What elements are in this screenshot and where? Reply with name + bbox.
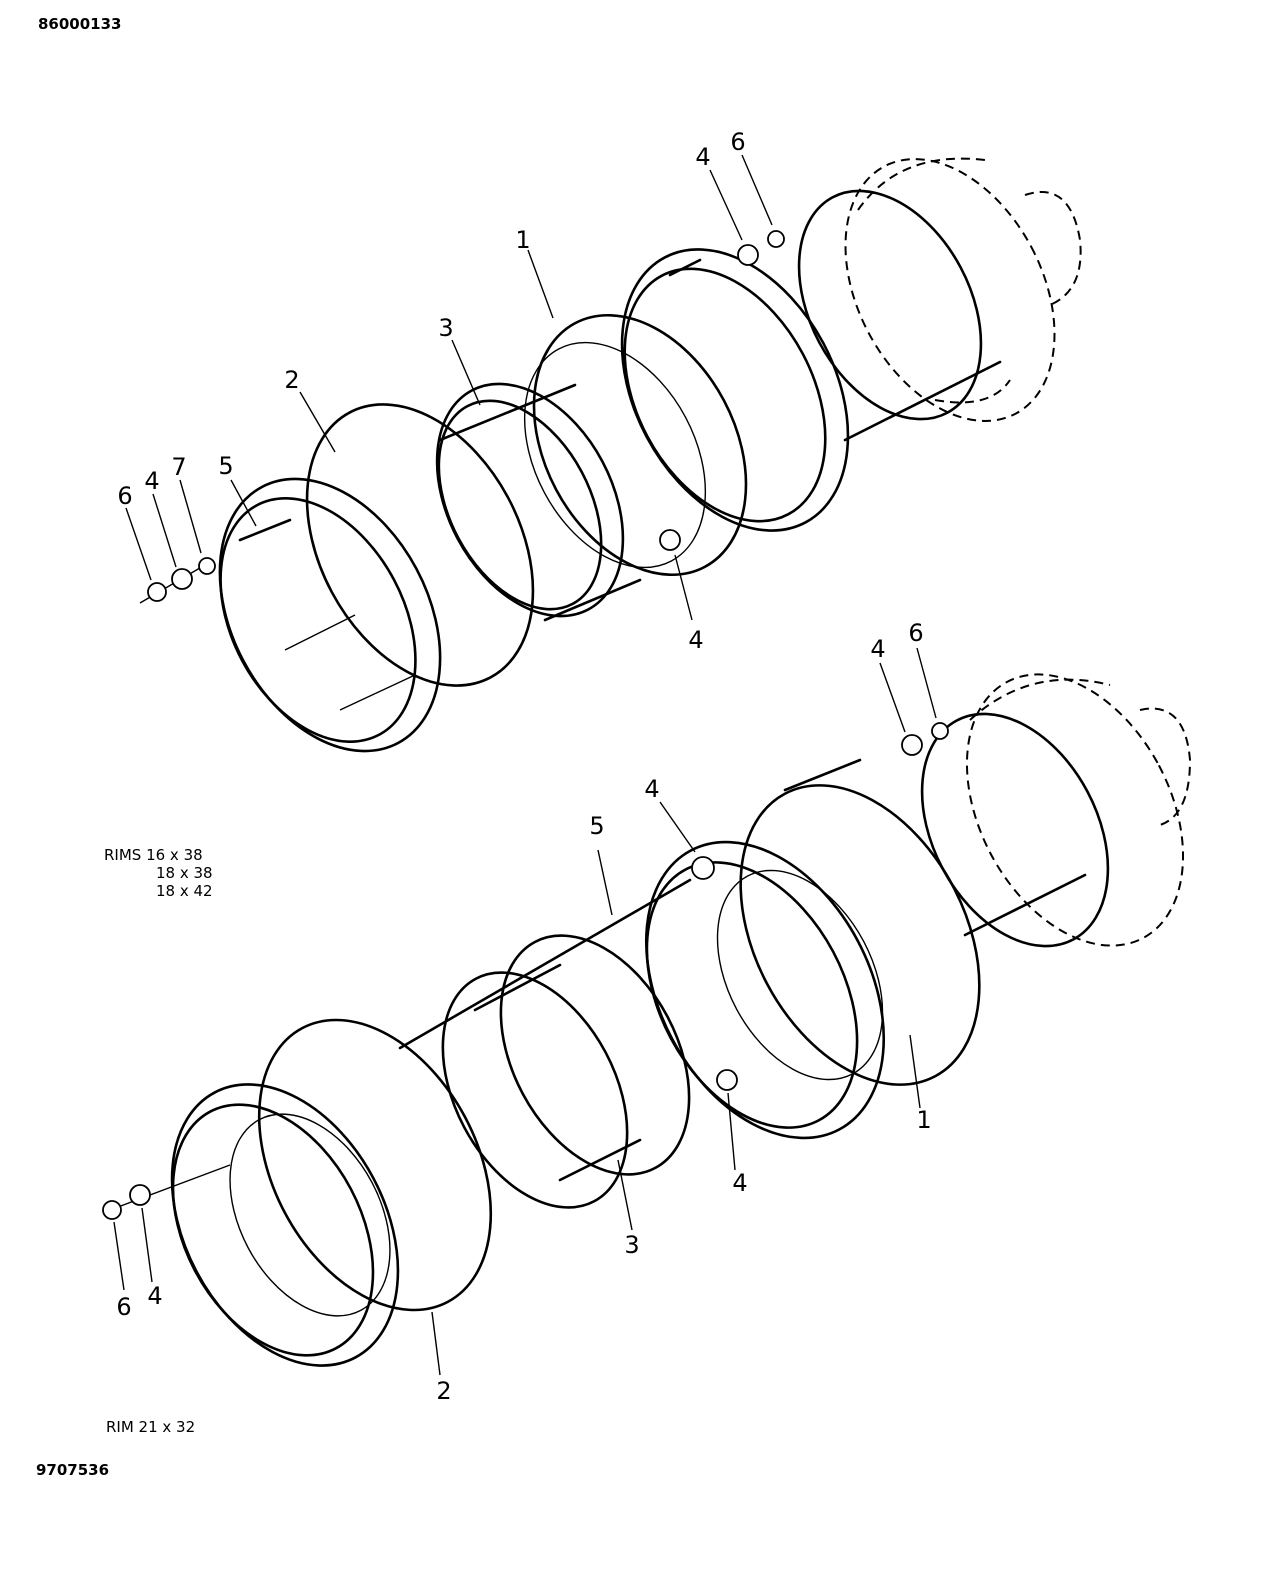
upper-spacer-band [435, 382, 642, 622]
caption-line: RIMS 16 x 38 [104, 846, 203, 864]
callout-number: 5 [589, 812, 605, 840]
callout-number: 6 [117, 482, 133, 510]
callout-number: 7 [171, 453, 187, 481]
upper-assembly [125, 154, 1082, 753]
callout-number: 2 [436, 1377, 452, 1405]
caption-line: 18 x 38 [156, 864, 213, 882]
callout-number: 6 [908, 619, 924, 647]
callout-number: 4 [644, 775, 660, 803]
callout-number: 4 [144, 467, 160, 495]
lower-view-caption: RIM 21 x 32 [106, 1418, 196, 1436]
callout-number: 3 [438, 314, 454, 342]
lower-hardware [102, 722, 949, 1220]
lower-spacer-band [441, 934, 691, 1209]
callout-number: 4 [870, 635, 886, 663]
upper-leaders [125, 154, 773, 621]
callout-number: 2 [284, 366, 300, 394]
document-number: 86000133 [38, 15, 122, 33]
lower-assembly [102, 647, 1192, 1376]
lower-rim-2 [170, 1018, 493, 1367]
callout-number: 1 [916, 1106, 932, 1134]
upper-hub [797, 157, 1082, 422]
upper-rim-2 [218, 403, 535, 753]
callout-number: 4 [732, 1169, 748, 1197]
lower-rim-1 [644, 758, 1087, 1140]
callout-number: 4 [688, 626, 704, 654]
callout-number: 3 [624, 1231, 640, 1259]
upper-rim-1 [523, 248, 1002, 577]
caption-line: 18 x 42 [156, 882, 213, 900]
callout-number: 4 [147, 1282, 163, 1310]
lower-leaders [113, 647, 937, 1376]
callout-number: 1 [515, 226, 531, 254]
callout-number: 4 [695, 143, 711, 171]
lower-hub [920, 673, 1192, 948]
drawing-number: 9707536 [36, 1461, 110, 1479]
callout-number: 6 [730, 128, 746, 156]
callout-number: 5 [218, 452, 234, 480]
upper-hardware [139, 230, 785, 604]
callout-number: 6 [116, 1293, 132, 1321]
